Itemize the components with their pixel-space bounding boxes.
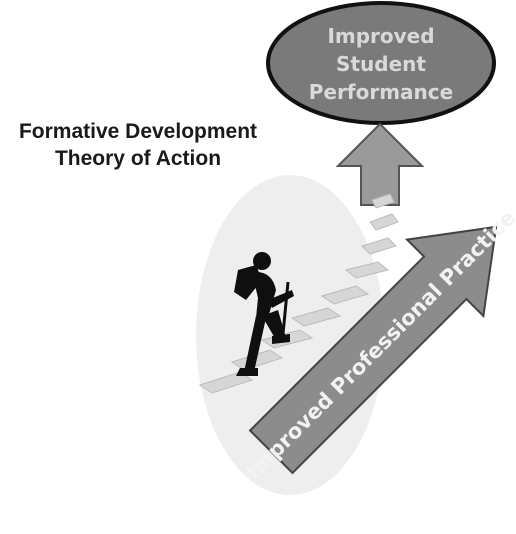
title-line-1: Formative Development xyxy=(18,120,258,143)
outcome-line-1: Improved xyxy=(327,24,434,48)
outcome-line-3: Performance xyxy=(309,80,453,104)
outcome-line-2: Student xyxy=(336,52,426,76)
outcome-oval-shape xyxy=(266,1,496,125)
diagram-title: Formative Development Theory of Action xyxy=(18,118,258,172)
hiker-climbing-icon xyxy=(234,252,294,376)
up-arrow-icon xyxy=(335,122,425,206)
outcome-oval: Improved Student Performance xyxy=(266,1,496,125)
practice-arrow-shape xyxy=(248,225,498,475)
title-line-2: Theory of Action xyxy=(54,147,222,170)
